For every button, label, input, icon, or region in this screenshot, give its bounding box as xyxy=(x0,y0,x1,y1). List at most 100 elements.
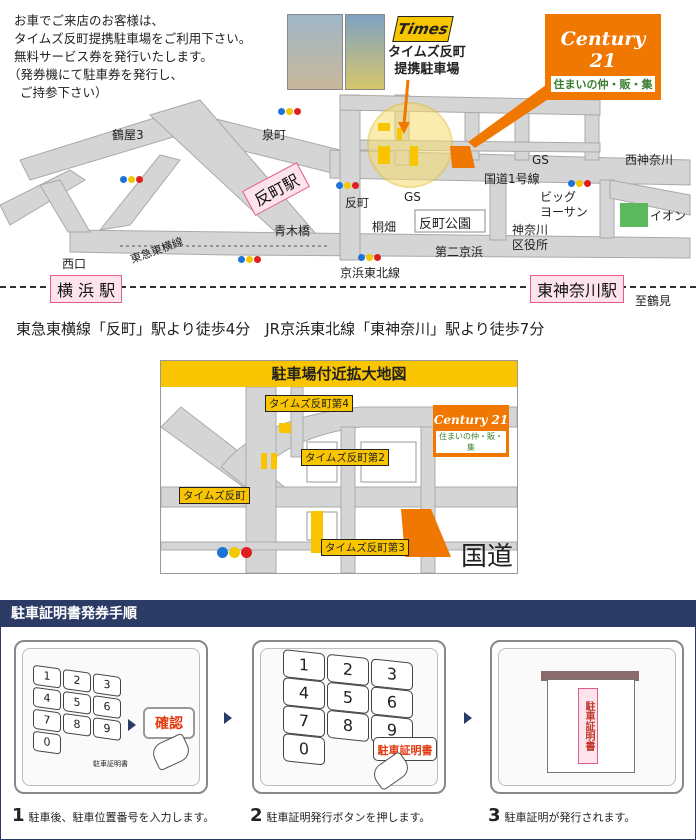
parking-photo-2 xyxy=(345,14,385,90)
keypad-key-4[interactable]: 4 xyxy=(283,677,325,710)
label-aokibashi: 青木橋 xyxy=(274,224,311,238)
tag-daisan: タイムズ反町第3 xyxy=(321,539,409,556)
keypad-key-8[interactable]: 8 xyxy=(63,712,91,737)
arrow-icon xyxy=(128,719,136,731)
keypad-key-0[interactable]: 0 xyxy=(33,730,61,755)
label-to-tsurumi: 至鶴見 xyxy=(635,294,672,308)
tanmachi-park xyxy=(414,209,486,233)
keypad-key-7[interactable]: 7 xyxy=(283,705,325,738)
keypad-key-6[interactable]: 6 xyxy=(93,695,121,720)
detail-century21-tagline: 住まいの仲・販・集 xyxy=(436,431,506,453)
intro-text: お車でご来店のお客様は、 タイムズ反町提携駐車場をご利用下さい。 無料サービス券… xyxy=(8,12,252,102)
label-keihin-tohoku: 京浜東北線 xyxy=(340,266,401,280)
label-big: ビッグ xyxy=(540,190,577,204)
signal-icon-izumicho xyxy=(278,100,302,119)
century21-logo: Century 21 住まいの仲・販・集 xyxy=(545,14,661,100)
parking-label-line2: 提携駐車場 xyxy=(394,62,460,77)
detail-century21-text: Century 21 xyxy=(433,413,509,427)
keypad-key-9[interactable]: 9 xyxy=(93,717,121,742)
label-tanmachi-park: 反町公園 xyxy=(419,217,472,232)
step-arrow-2-icon xyxy=(464,712,472,724)
intro-line-5: ご持参下さい） xyxy=(20,85,108,100)
aeon-block xyxy=(620,203,648,227)
ticket-slot xyxy=(541,671,639,681)
signal-icon-aokibashi xyxy=(238,248,262,267)
step-3-panel: 駐車証明書 xyxy=(490,640,684,794)
label-ward-office: 神奈川 区役所 xyxy=(512,223,548,253)
station-higashikanagawa: 東神奈川駅 xyxy=(530,275,625,303)
step-arrow-1-icon xyxy=(224,712,232,724)
label-ward-2: 区役所 xyxy=(512,238,549,252)
parking-label-line1: タイムズ反町 xyxy=(388,45,466,60)
century21-logo-text: Century 21 xyxy=(560,28,646,72)
signal-icon-tanmachi xyxy=(336,174,360,193)
keypad-key-3[interactable]: 3 xyxy=(371,658,413,691)
label-nishikanagawa: 西神奈川 xyxy=(625,153,674,167)
signal-icon-tsuruya xyxy=(120,168,144,187)
parking-label: タイムズ反町 提携駐車場 xyxy=(388,44,466,78)
step-3-text: 駐車証明が発行されます。 xyxy=(504,811,636,824)
parking-certificate: 駐車証明書 xyxy=(547,679,635,773)
label-tanmachi-jct: 反町 xyxy=(345,196,370,210)
top-map: お車でご来店のお客様は、 タイムズ反町提携駐車場をご利用下さい。 無料サービス券… xyxy=(0,0,696,310)
keypad-key-3[interactable]: 3 xyxy=(93,673,121,698)
step-1-number: 1 xyxy=(12,805,25,826)
keypad-key-2[interactable]: 2 xyxy=(63,668,91,693)
keypad-key-5[interactable]: 5 xyxy=(327,681,369,715)
step-2-number: 2 xyxy=(250,805,263,826)
intro-line-4: （発券機にて駐車券を発行し、 xyxy=(8,67,184,82)
step-3-number: 3 xyxy=(488,805,501,826)
intro-line-2: タイムズ反町提携駐車場をご利用下さい。 xyxy=(14,31,252,46)
detail-century21-logo: Century 21 住まいの仲・販・集 xyxy=(433,405,509,457)
keypad-key-4[interactable]: 4 xyxy=(33,686,61,711)
label-daini-keihin: 第二京浜 xyxy=(435,245,484,259)
keypad-key-6[interactable]: 6 xyxy=(371,686,413,719)
label-nishiguchi: 西口 xyxy=(62,257,87,271)
detail-map-title: 駐車場付近拡大地図 xyxy=(161,361,517,387)
issue-button-label: 駐車証明書 xyxy=(377,744,433,757)
label-route1: 国道1号線 xyxy=(484,172,540,186)
label-izumicho: 泉町 xyxy=(262,128,287,142)
keypad-key-2[interactable]: 2 xyxy=(327,653,369,687)
label-tsuruya: 鶴屋3 xyxy=(112,128,144,142)
station-yokohama: 横 浜 駅 xyxy=(50,275,123,303)
step-3-illustration: 駐車証明書 xyxy=(498,648,676,786)
label-big-yoosan: ビッグ ヨーサン xyxy=(540,190,588,220)
keypad-key-0[interactable]: 0 xyxy=(283,733,325,766)
confirm-label: 確認 xyxy=(155,716,183,732)
detail-signal-icon xyxy=(217,543,253,562)
confirm-button[interactable]: 確認 xyxy=(143,707,195,739)
keypad-key-7[interactable]: 7 xyxy=(33,708,61,733)
tag-daiyon: タイムズ反町第4 xyxy=(265,395,353,412)
label-gs1: GS xyxy=(532,153,549,167)
step-1-text: 駐車後、駐車位置番号を入力します。 xyxy=(28,811,215,824)
signal-icon-kirihata xyxy=(358,246,382,265)
label-yoosan: ヨーサン xyxy=(540,205,588,219)
intro-line-3: 無料サービス券を発行いたします。 xyxy=(14,49,213,64)
times-logo-text: Times xyxy=(396,20,450,38)
keypad-key-1[interactable]: 1 xyxy=(33,664,61,689)
road-map xyxy=(0,79,696,288)
keypad-caption: 駐車証明書 xyxy=(93,760,128,768)
detail-map: 駐車場付近拡大地図 Century 21 住まいの仲・販・集 タイムズ反町第4 … xyxy=(160,360,518,574)
keypad-key-8[interactable]: 8 xyxy=(327,709,369,743)
times-logo: Times xyxy=(392,16,454,42)
certificate-text: 駐車証明書 xyxy=(578,688,598,764)
intro-line-1: お車でご来店のお客様は、 xyxy=(14,13,165,28)
label-aeon: イオン xyxy=(650,209,687,223)
keypad-key-5[interactable]: 5 xyxy=(63,690,91,715)
step-2-text: 駐車証明発行ボタンを押します。 xyxy=(266,811,431,824)
procedure-title: 駐車証明書発券手順 xyxy=(1,601,695,627)
keypad-key-1[interactable]: 1 xyxy=(283,649,325,682)
issue-button[interactable]: 駐車証明書 xyxy=(373,737,437,761)
label-gs2: GS xyxy=(404,190,421,204)
century21-tagline: 住まいの仲・販・集 xyxy=(551,76,655,92)
detail-road-label: 国道 xyxy=(461,542,514,572)
